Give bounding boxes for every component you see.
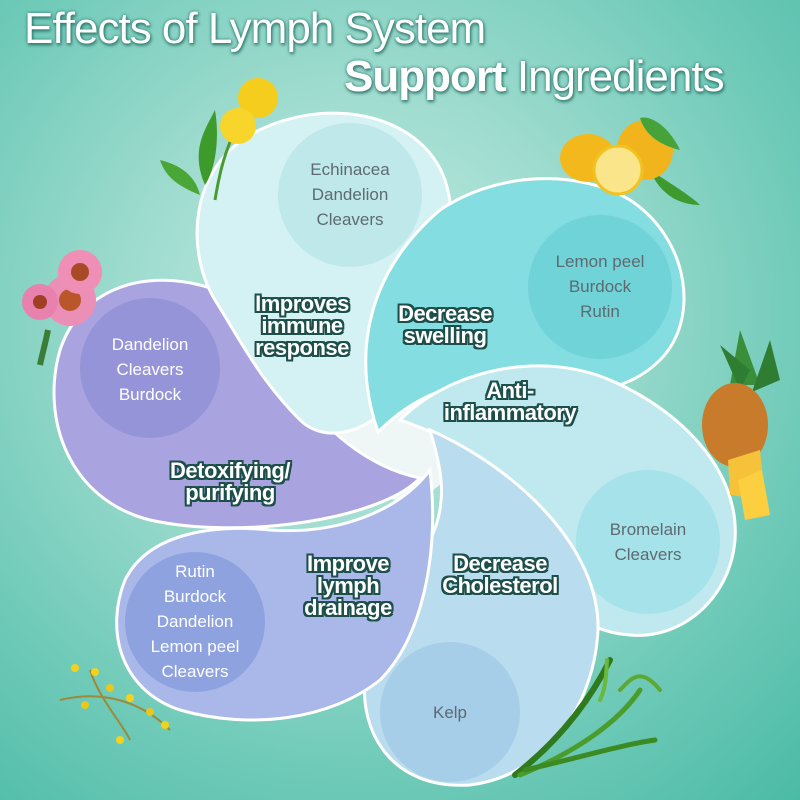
ingredient-item: Cleavers <box>614 545 682 564</box>
ingredient-item: Lemon peel <box>150 637 240 656</box>
ingredient-item: Burdock <box>163 587 227 606</box>
dandelion-flower-image <box>160 78 278 201</box>
title-rest: Ingredients <box>505 52 725 101</box>
effect-label-line: Decrease <box>453 551 547 576</box>
pineapple-image <box>702 330 780 520</box>
effect-label-drainage: Improve lymph drainage <box>278 553 418 619</box>
effect-label-line: immune <box>261 313 343 338</box>
effect-label-immune: Improves immune response <box>232 293 372 359</box>
circle-drainage <box>125 552 265 692</box>
ingredients-inflammatory: Bromelain Cleavers <box>578 517 718 567</box>
effect-label-line: drainage <box>304 595 392 620</box>
effect-label-detox: Detoxifying/ purifying <box>160 460 300 504</box>
ingredient-item: Dandelion <box>156 612 234 631</box>
effect-label-line: response <box>255 335 349 360</box>
effect-label-line: Improves <box>255 291 349 316</box>
ingredient-item: Burdock <box>568 277 632 296</box>
effect-label-line: purifying <box>185 480 275 505</box>
ingredients-detox: Dandelion Cleavers Burdock <box>80 332 220 407</box>
circle-cholesterol <box>380 642 520 782</box>
ingredients-immune: Echinacea Dandelion Cleavers <box>280 157 420 232</box>
title-line-1: Effects of Lymph System <box>24 4 486 53</box>
effect-label-line: lymph <box>316 573 380 598</box>
ingredients-drainage: Rutin Burdock Dandelion Lemon peel Cleav… <box>125 559 265 684</box>
title-bold-word: Support <box>344 52 507 101</box>
ingredient-item: Dandelion <box>311 185 389 204</box>
effect-label-line: Detoxifying/ <box>170 458 290 483</box>
ingredient-item: Burdock <box>118 385 182 404</box>
cleavers-flower-image <box>59 664 171 744</box>
ingredient-item: Echinacea <box>310 160 390 179</box>
ingredient-item: Bromelain <box>609 520 687 539</box>
ingredient-item: Cleavers <box>316 210 384 229</box>
ingredient-item: Rutin <box>175 562 215 581</box>
effect-label-line: Improve <box>306 551 390 576</box>
circle-immune <box>278 123 422 267</box>
ingredient-item: Rutin <box>580 302 620 321</box>
ingredient-item: Cleavers <box>161 662 229 681</box>
kelp-image <box>512 657 662 778</box>
effect-label-line: Decrease <box>398 301 492 326</box>
effect-label-inflammatory: Anti- inflammatory <box>430 380 590 424</box>
effect-label-line: inflammatory <box>443 400 577 425</box>
ingredient-item: Dandelion <box>111 335 189 354</box>
effect-label-line: Anti- <box>486 378 534 403</box>
ingredients-cholesterol: Kelp <box>380 700 520 725</box>
echinacea-flower-image <box>22 250 102 366</box>
ingredient-item: Kelp <box>432 703 468 722</box>
circle-inflammatory <box>576 470 720 614</box>
title-line-2: Support Ingredients <box>344 52 725 102</box>
ingredients-swelling: Lemon peel Burdock Rutin <box>530 249 670 324</box>
effect-label-line: Cholesterol <box>442 573 558 598</box>
ingredient-item: Lemon peel <box>555 252 645 271</box>
circle-swelling <box>528 215 672 359</box>
lemon-image <box>560 117 700 205</box>
effect-label-swelling: Decrease swelling <box>375 303 515 347</box>
effect-label-cholesterol: Decrease Cholesterol <box>430 553 570 597</box>
ingredient-item: Cleavers <box>116 360 184 379</box>
effect-label-line: swelling <box>403 323 487 348</box>
circle-detox <box>80 298 220 438</box>
